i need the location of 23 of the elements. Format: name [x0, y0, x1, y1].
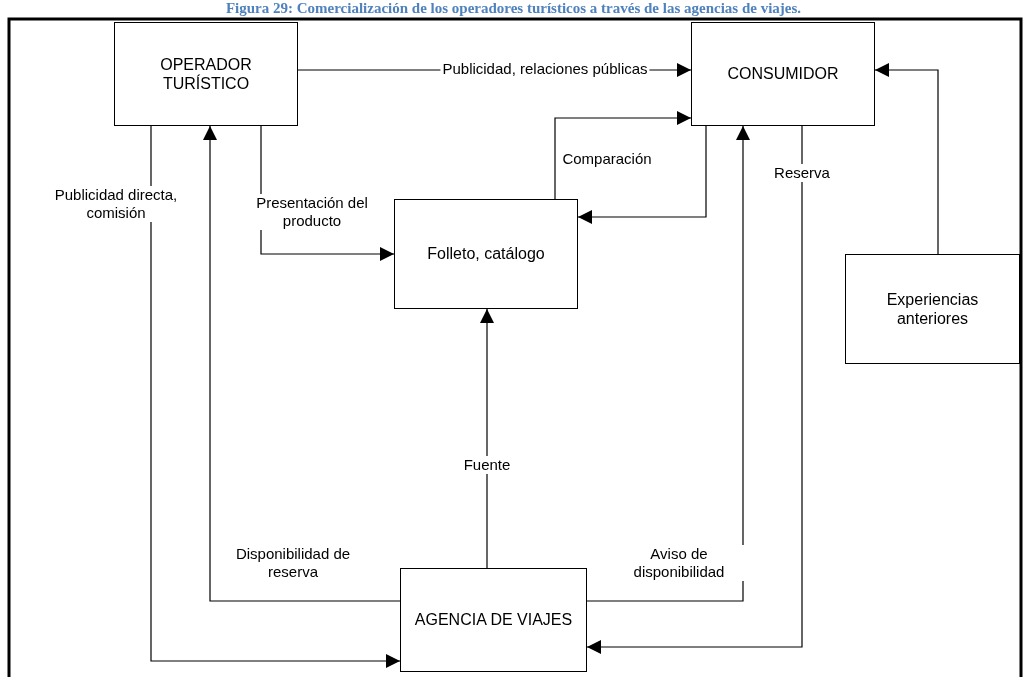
node-label: CONSUMIDOR — [727, 64, 839, 84]
node-label: Experiencias anteriores — [885, 289, 980, 329]
figure-title: Figura 29: Comercialización de los operadores turísticos a través de las agencias de viajes. — [224, 0, 803, 17]
edge-label: Fuente — [461, 456, 513, 474]
process-box — [691, 22, 875, 126]
process-box — [400, 568, 587, 672]
arrow — [586, 125, 750, 602]
arrow — [480, 308, 494, 569]
process-box — [845, 254, 1020, 364]
node-label: AGENCIA DE VIAJES — [414, 610, 573, 630]
process-box — [114, 22, 298, 126]
arrow — [586, 125, 803, 654]
node-label: Folleto, catálogo — [427, 244, 545, 264]
arrow — [203, 125, 401, 602]
edge-label: Comparación — [560, 150, 654, 168]
process-box — [394, 199, 578, 309]
arrow — [577, 125, 707, 224]
arrow — [554, 111, 692, 200]
edge-label: Publicidad, relaciones públicas — [440, 60, 650, 78]
arrow — [874, 63, 939, 255]
node-label: OPERADOR TURÍSTICO — [159, 54, 253, 94]
edge-label: Reserva — [772, 164, 832, 182]
arrow — [150, 125, 401, 668]
